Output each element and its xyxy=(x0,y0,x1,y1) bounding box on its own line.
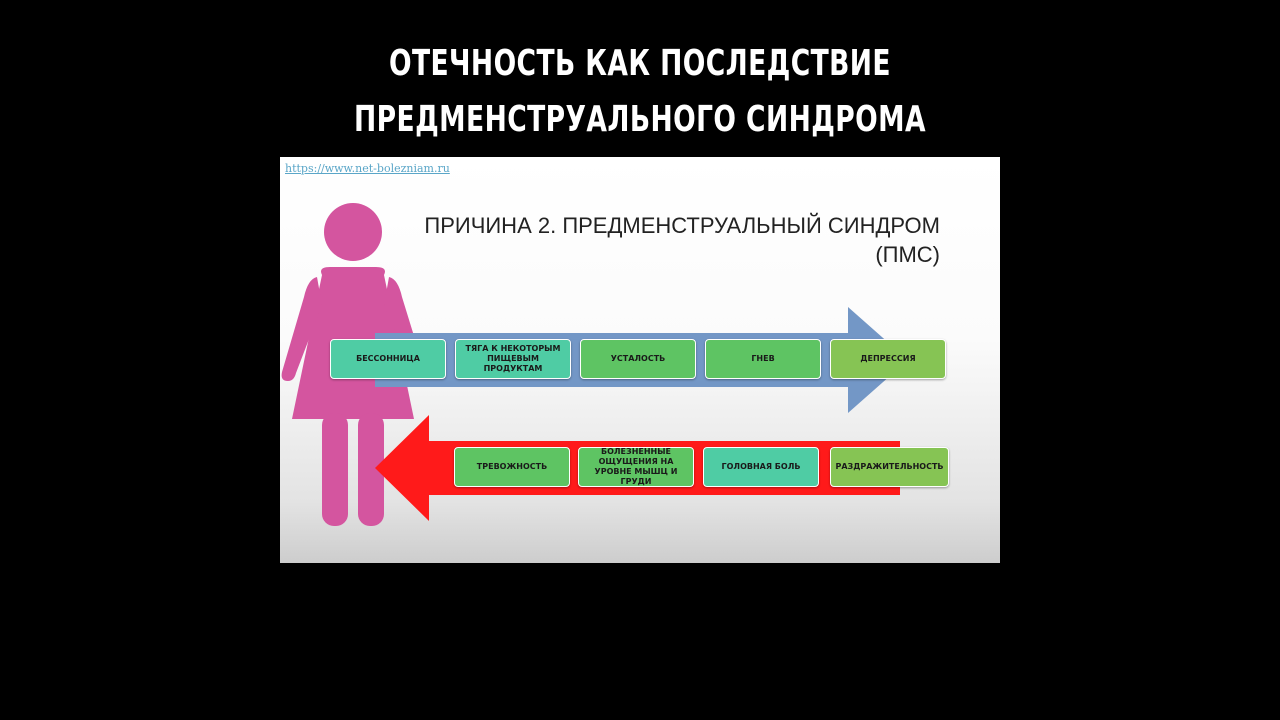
symptom-box-muscle-breast-pain: БОЛЕЗНЕННЫЕ ОЩУЩЕНИЯ НА УРОВНЕ МЫШЦ И ГР… xyxy=(578,447,694,487)
symptom-box-anger: ГНЕВ xyxy=(705,339,821,379)
symptom-box-irritability: РАЗДРАЖИТЕЛЬНОСТЬ xyxy=(830,447,949,487)
presentation-slide: https://www.net-bolezniam.ru ПРИЧИНА 2. … xyxy=(280,157,1000,563)
slide-heading: ПРИЧИНА 2. ПРЕДМЕНСТРУАЛЬНЫЙ СИНДРОМ (ПМ… xyxy=(380,211,940,269)
symptom-box-insomnia: БЕССОННИЦА xyxy=(330,339,446,379)
symptom-box-fatigue: УСТАЛОСТЬ xyxy=(580,339,696,379)
symptom-box-headache: ГОЛОВНАЯ БОЛЬ xyxy=(703,447,819,487)
symptom-box-food-cravings: ТЯГА К НЕКОТОРЫМ ПИЩЕВЫМ ПРОДУКТАМ xyxy=(455,339,571,379)
slide-heading-line-2: (ПМС) xyxy=(875,242,940,267)
video-title-line-2: ПРЕДМЕНСТРУАЛЬНОГО СИНДРОМА xyxy=(354,99,926,140)
symptom-box-anxiety: ТРЕВОЖНОСТЬ xyxy=(454,447,570,487)
slide-heading-line-1: ПРИЧИНА 2. ПРЕДМЕНСТРУАЛЬНЫЙ СИНДРОМ xyxy=(424,213,940,238)
symptom-box-depression: ДЕПРЕССИЯ xyxy=(830,339,946,379)
video-title-line-1: ОТЕЧНОСТЬ КАК ПОСЛЕДСТВИЕ xyxy=(388,43,891,84)
source-link[interactable]: https://www.net-bolezniam.ru xyxy=(285,162,450,175)
